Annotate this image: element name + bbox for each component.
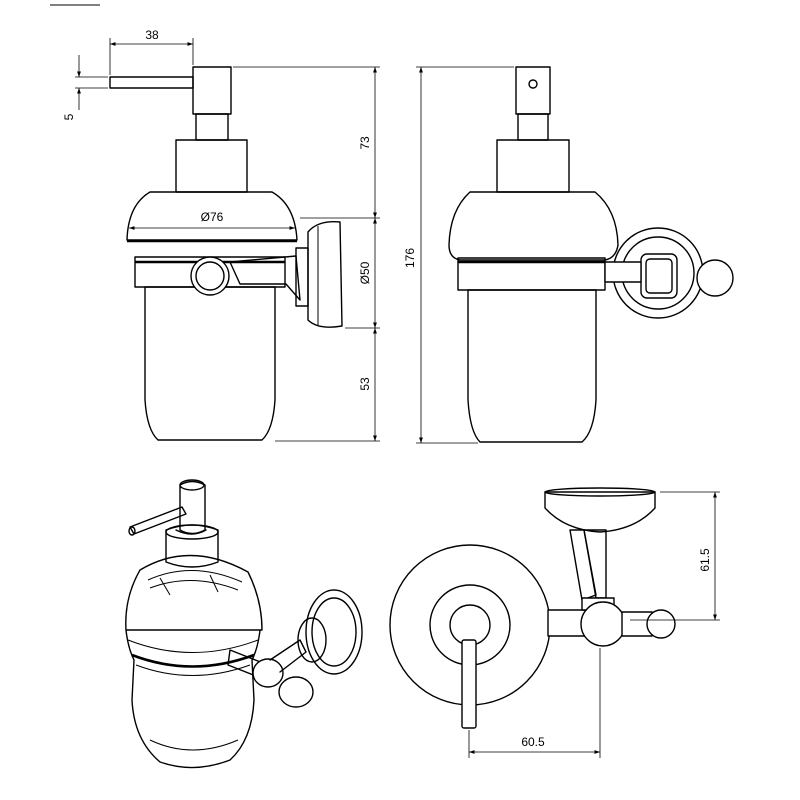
dim-body-diameter: Ø76 [201,210,224,224]
isometric-view [125,479,363,769]
top-view [389,487,676,729]
dim-bottom-height: 53 [358,377,372,391]
top-dimensions: 61.5 60.5 [468,491,720,758]
front-dimensions: 38 5 73 Ø50 53 Ø76 [62,28,380,442]
side-view [448,66,734,443]
front-view [109,66,343,441]
dim-bracket-reach: 60.5 [521,735,545,749]
dim-total-height: 176 [403,248,417,268]
side-dimensions: 176 [403,66,514,444]
dim-top-width: 38 [145,28,159,42]
dim-mount-diameter: Ø50 [358,261,372,284]
dim-head-height: 73 [358,136,372,150]
dim-bracket-height: 61.5 [698,548,712,572]
dim-stem-height: 5 [62,113,76,120]
